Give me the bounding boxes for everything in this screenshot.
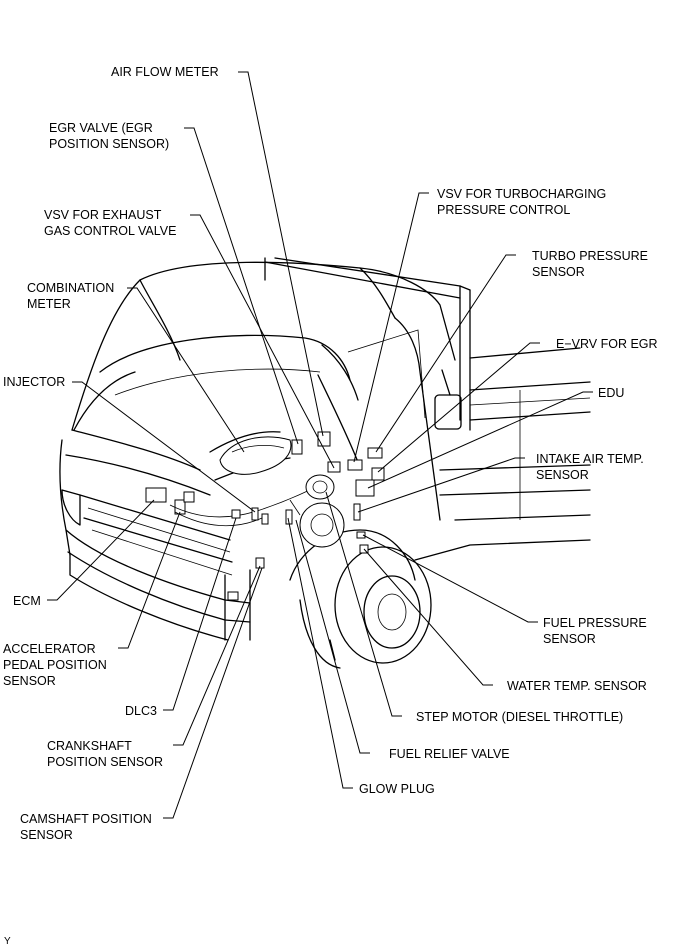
label-intake-air: INTAKE AIR TEMP. SENSOR (536, 452, 644, 482)
label-camshaft: CAMSHAFT POSITION SENSOR (20, 812, 152, 842)
leader-vsv-turbo (353, 192, 429, 463)
injector-icon (251, 507, 259, 521)
fuel-pressure-sensor-icon (356, 531, 366, 539)
vsv-turbo-icon (347, 459, 363, 471)
leader-egr-valve (184, 127, 299, 445)
leader-camshaft (163, 567, 263, 819)
truck-illustration (59, 257, 591, 669)
leader-air-flow-meter (238, 71, 324, 437)
intake-air-temp-sensor-icon (353, 503, 361, 521)
label-vsv-turbo: VSV FOR TURBOCHARGING PRESSURE CONTROL (437, 187, 607, 217)
label-step-motor: STEP MOTOR (DIESEL THROTTLE) (416, 710, 624, 724)
leader-water-temp (363, 548, 493, 686)
edu-icon (355, 479, 375, 497)
camshaft-sensor-icon (227, 591, 239, 601)
step-motor-icon (305, 474, 335, 500)
leader-edu (367, 391, 593, 489)
label-crankshaft: CRANKSHAFT POSITION SENSOR (47, 739, 163, 769)
label-combination-meter: COMBINATION METER (27, 281, 115, 311)
label-turbo-pressure: TURBO PRESSURE SENSOR (532, 249, 648, 279)
leader-fuel-pressure (362, 534, 538, 623)
leader-vsv-exhaust (190, 214, 335, 469)
leader-crankshaft (173, 565, 261, 746)
turbocharger-icon (299, 502, 345, 548)
label-evrv: E−VRV FOR EGR (556, 337, 658, 351)
label-vsv-exhaust: VSV FOR EXHAUST GAS CONTROL VALVE (44, 208, 177, 238)
label-air-flow-meter: AIR FLOW METER (111, 65, 219, 79)
leader-lines (47, 71, 593, 819)
turbo-pressure-sensor-icon (367, 447, 383, 459)
leader-injector (72, 381, 256, 513)
leader-combination-meter (127, 287, 245, 453)
combination-meter-icon (219, 436, 292, 475)
leader-ecm (47, 499, 155, 601)
leader-fuel-relief (295, 519, 370, 754)
label-edu: EDU (598, 386, 625, 400)
label-ecm: ECM (13, 594, 41, 608)
leader-turbo-pressure (375, 254, 516, 453)
label-injector: INJECTOR (3, 375, 66, 389)
dlc3-icon (231, 509, 241, 519)
label-glow-plug: GLOW PLUG (359, 782, 435, 796)
leader-dlc3 (163, 517, 237, 711)
label-fuel-pressure: FUEL PRESSURE SENSOR (543, 616, 647, 646)
crankshaft-sensor-icon (255, 557, 265, 569)
leader-glow-plug (287, 517, 353, 789)
label-fuel-relief: FUEL RELIEF VALVE (389, 747, 510, 761)
figure-code: Y (4, 936, 11, 947)
leader-intake-air (357, 457, 525, 513)
label-water-temp: WATER TEMP. SENSOR (507, 679, 647, 693)
evrv-icon (371, 467, 385, 481)
label-accelerator: ACCELERATOR PEDAL POSITION SENSOR (3, 642, 107, 688)
leader-step-motor (325, 491, 402, 717)
ecm-icon (145, 487, 167, 503)
label-dlc3: DLC3 (125, 704, 157, 718)
air-flow-meter-icon (317, 431, 331, 447)
leader-evrv (377, 342, 540, 473)
leader-accelerator (118, 511, 181, 649)
label-egr-valve: EGR VALVE (EGR POSITION SENSOR) (49, 121, 170, 151)
